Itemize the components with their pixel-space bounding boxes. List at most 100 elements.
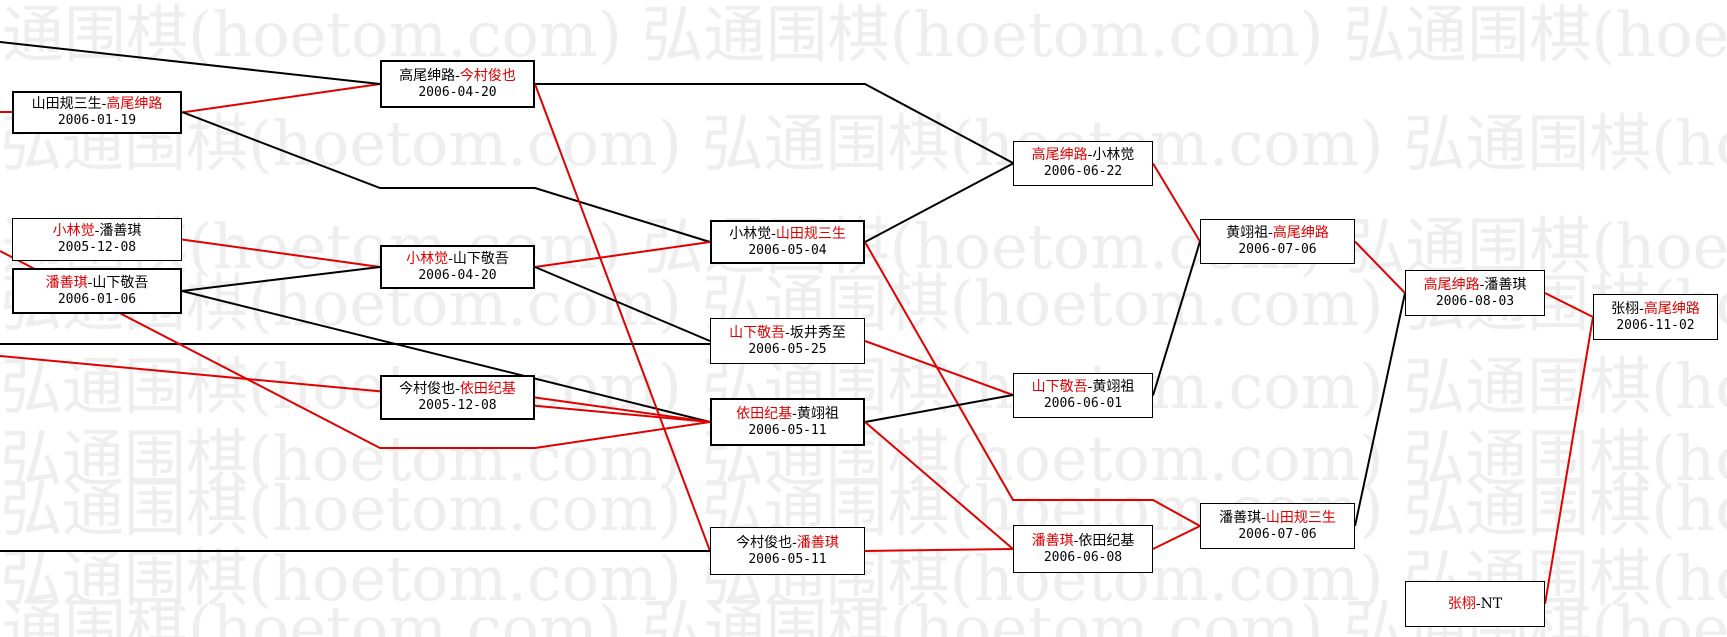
vs-separator: -	[87, 274, 93, 291]
match-date: 2006-01-19	[57, 113, 137, 128]
match-players: 张栩-NT	[1406, 596, 1544, 613]
player-one: 潘善琪	[1219, 509, 1262, 526]
vs-separator: -	[455, 381, 460, 397]
vs-separator: -	[94, 223, 100, 239]
link-m7-m11	[864, 162, 1014, 243]
incoming-link-m9	[0, 250, 711, 449]
match-players: 潘善琪-依田纪基	[1014, 533, 1152, 550]
link-m3-m5	[181, 266, 381, 292]
match-players: 小林觉-山田规三生	[712, 226, 863, 243]
match-date: 2006-01-06	[57, 291, 137, 307]
vs-separator: -	[785, 324, 790, 341]
match-players: 山下敬吾-黄翊祖	[1014, 379, 1152, 396]
player-one: 山田规三生	[31, 96, 102, 112]
player-two: 依田纪基	[459, 381, 516, 397]
player-two: NT	[1480, 595, 1503, 612]
match-date: 2006-06-08	[1043, 549, 1123, 565]
link-m3-m9	[181, 290, 711, 423]
match-players: 张栩-高尾绅路	[1594, 301, 1717, 318]
player-one: 小林觉	[52, 223, 95, 239]
link-m9-m13	[864, 421, 1014, 550]
player-one: 小林觉	[729, 225, 772, 242]
vs-separator: -	[1268, 225, 1273, 241]
vs-separator: -	[1087, 379, 1093, 395]
player-two: 高尾绅路	[1643, 300, 1700, 317]
player-one: 张栩	[1447, 595, 1476, 612]
vs-separator: -	[101, 96, 107, 112]
vs-separator: -	[1475, 595, 1481, 612]
link-m1-m4	[181, 83, 381, 114]
match-date: 2006-05-25	[748, 341, 827, 357]
match-date: 2006-05-11	[748, 422, 827, 438]
player-one: 山下敬吾	[729, 324, 786, 341]
player-two: 坂井秀至	[789, 324, 846, 341]
match-players: 依田纪基-黄翊祖	[712, 406, 863, 423]
match-players: 今村俊也-潘善琪	[711, 535, 864, 552]
link-m15-m16	[1354, 292, 1406, 527]
player-two: 山下敬吾	[92, 274, 149, 291]
link-m4-m10	[534, 83, 711, 552]
incoming-link-m6	[0, 355, 711, 423]
match-players: 高尾绅路-潘善琪	[1406, 277, 1544, 294]
player-one: 高尾绅路	[399, 67, 456, 84]
match-date: 2006-05-11	[748, 551, 827, 567]
link-m8-m12	[864, 340, 1014, 396]
player-two: 高尾绅路	[106, 96, 163, 112]
match-players: 潘善琪-山田规三生	[1201, 510, 1354, 527]
player-two: 山田规三生	[775, 225, 846, 242]
vs-separator: -	[448, 250, 453, 267]
match-players: 高尾绅路-今村俊也	[382, 68, 533, 85]
match-players: 潘善琪-山下敬吾	[14, 275, 180, 292]
player-one: 今村俊也	[399, 381, 456, 397]
player-one: 高尾绅路	[1031, 147, 1088, 163]
match-date: 2005-12-08	[57, 240, 137, 255]
player-two: 山田规三生	[1265, 509, 1336, 526]
vs-separator: -	[1087, 147, 1093, 163]
link-m13-m15	[1152, 525, 1201, 550]
player-one: 张栩	[1611, 300, 1640, 317]
match-box: 张栩-NT	[1405, 581, 1545, 627]
link-m2-m5	[181, 238, 381, 268]
match-players: 高尾绅路-小林觉	[1014, 147, 1152, 164]
match-players: 山下敬吾-坂井秀至	[711, 325, 864, 342]
player-two: 今村俊也	[459, 67, 516, 84]
player-one: 小林觉	[406, 250, 449, 267]
link-m5-m8	[534, 266, 711, 342]
vs-separator: -	[771, 225, 776, 242]
vs-separator: -	[1479, 276, 1485, 293]
match-players: 小林觉-山下敬吾	[382, 251, 533, 268]
link-m5-m7	[534, 241, 711, 268]
vs-separator: -	[1073, 532, 1079, 549]
watermark-row: 弘通围棋(hoetom.com) 弘通围棋(hoetom.com) 弘通围棋(h…	[0, 107, 1727, 180]
player-two: 潘善琪	[796, 534, 839, 551]
match-date: 2006-06-01	[1043, 396, 1123, 411]
link-m17-m18	[1544, 316, 1594, 605]
player-two: 黄翊祖	[796, 405, 839, 422]
match-date: 2006-07-06	[1238, 526, 1317, 542]
link-m11-m14	[1152, 162, 1201, 243]
player-two: 黄翊祖	[1092, 379, 1135, 395]
incoming-link-m4	[0, 41, 381, 85]
match-date: 2006-11-02	[1616, 317, 1695, 333]
link-m16-m18	[1544, 292, 1594, 318]
player-two: 小林觉	[1092, 147, 1135, 163]
link-m4-m11	[535, 83, 1014, 164]
match-date: 2005-12-08	[418, 398, 497, 413]
vs-separator: -	[792, 534, 797, 551]
vs-separator: -	[1261, 509, 1266, 526]
match-date: 2006-06-22	[1043, 164, 1123, 179]
player-one: 潘善琪	[1031, 532, 1074, 549]
